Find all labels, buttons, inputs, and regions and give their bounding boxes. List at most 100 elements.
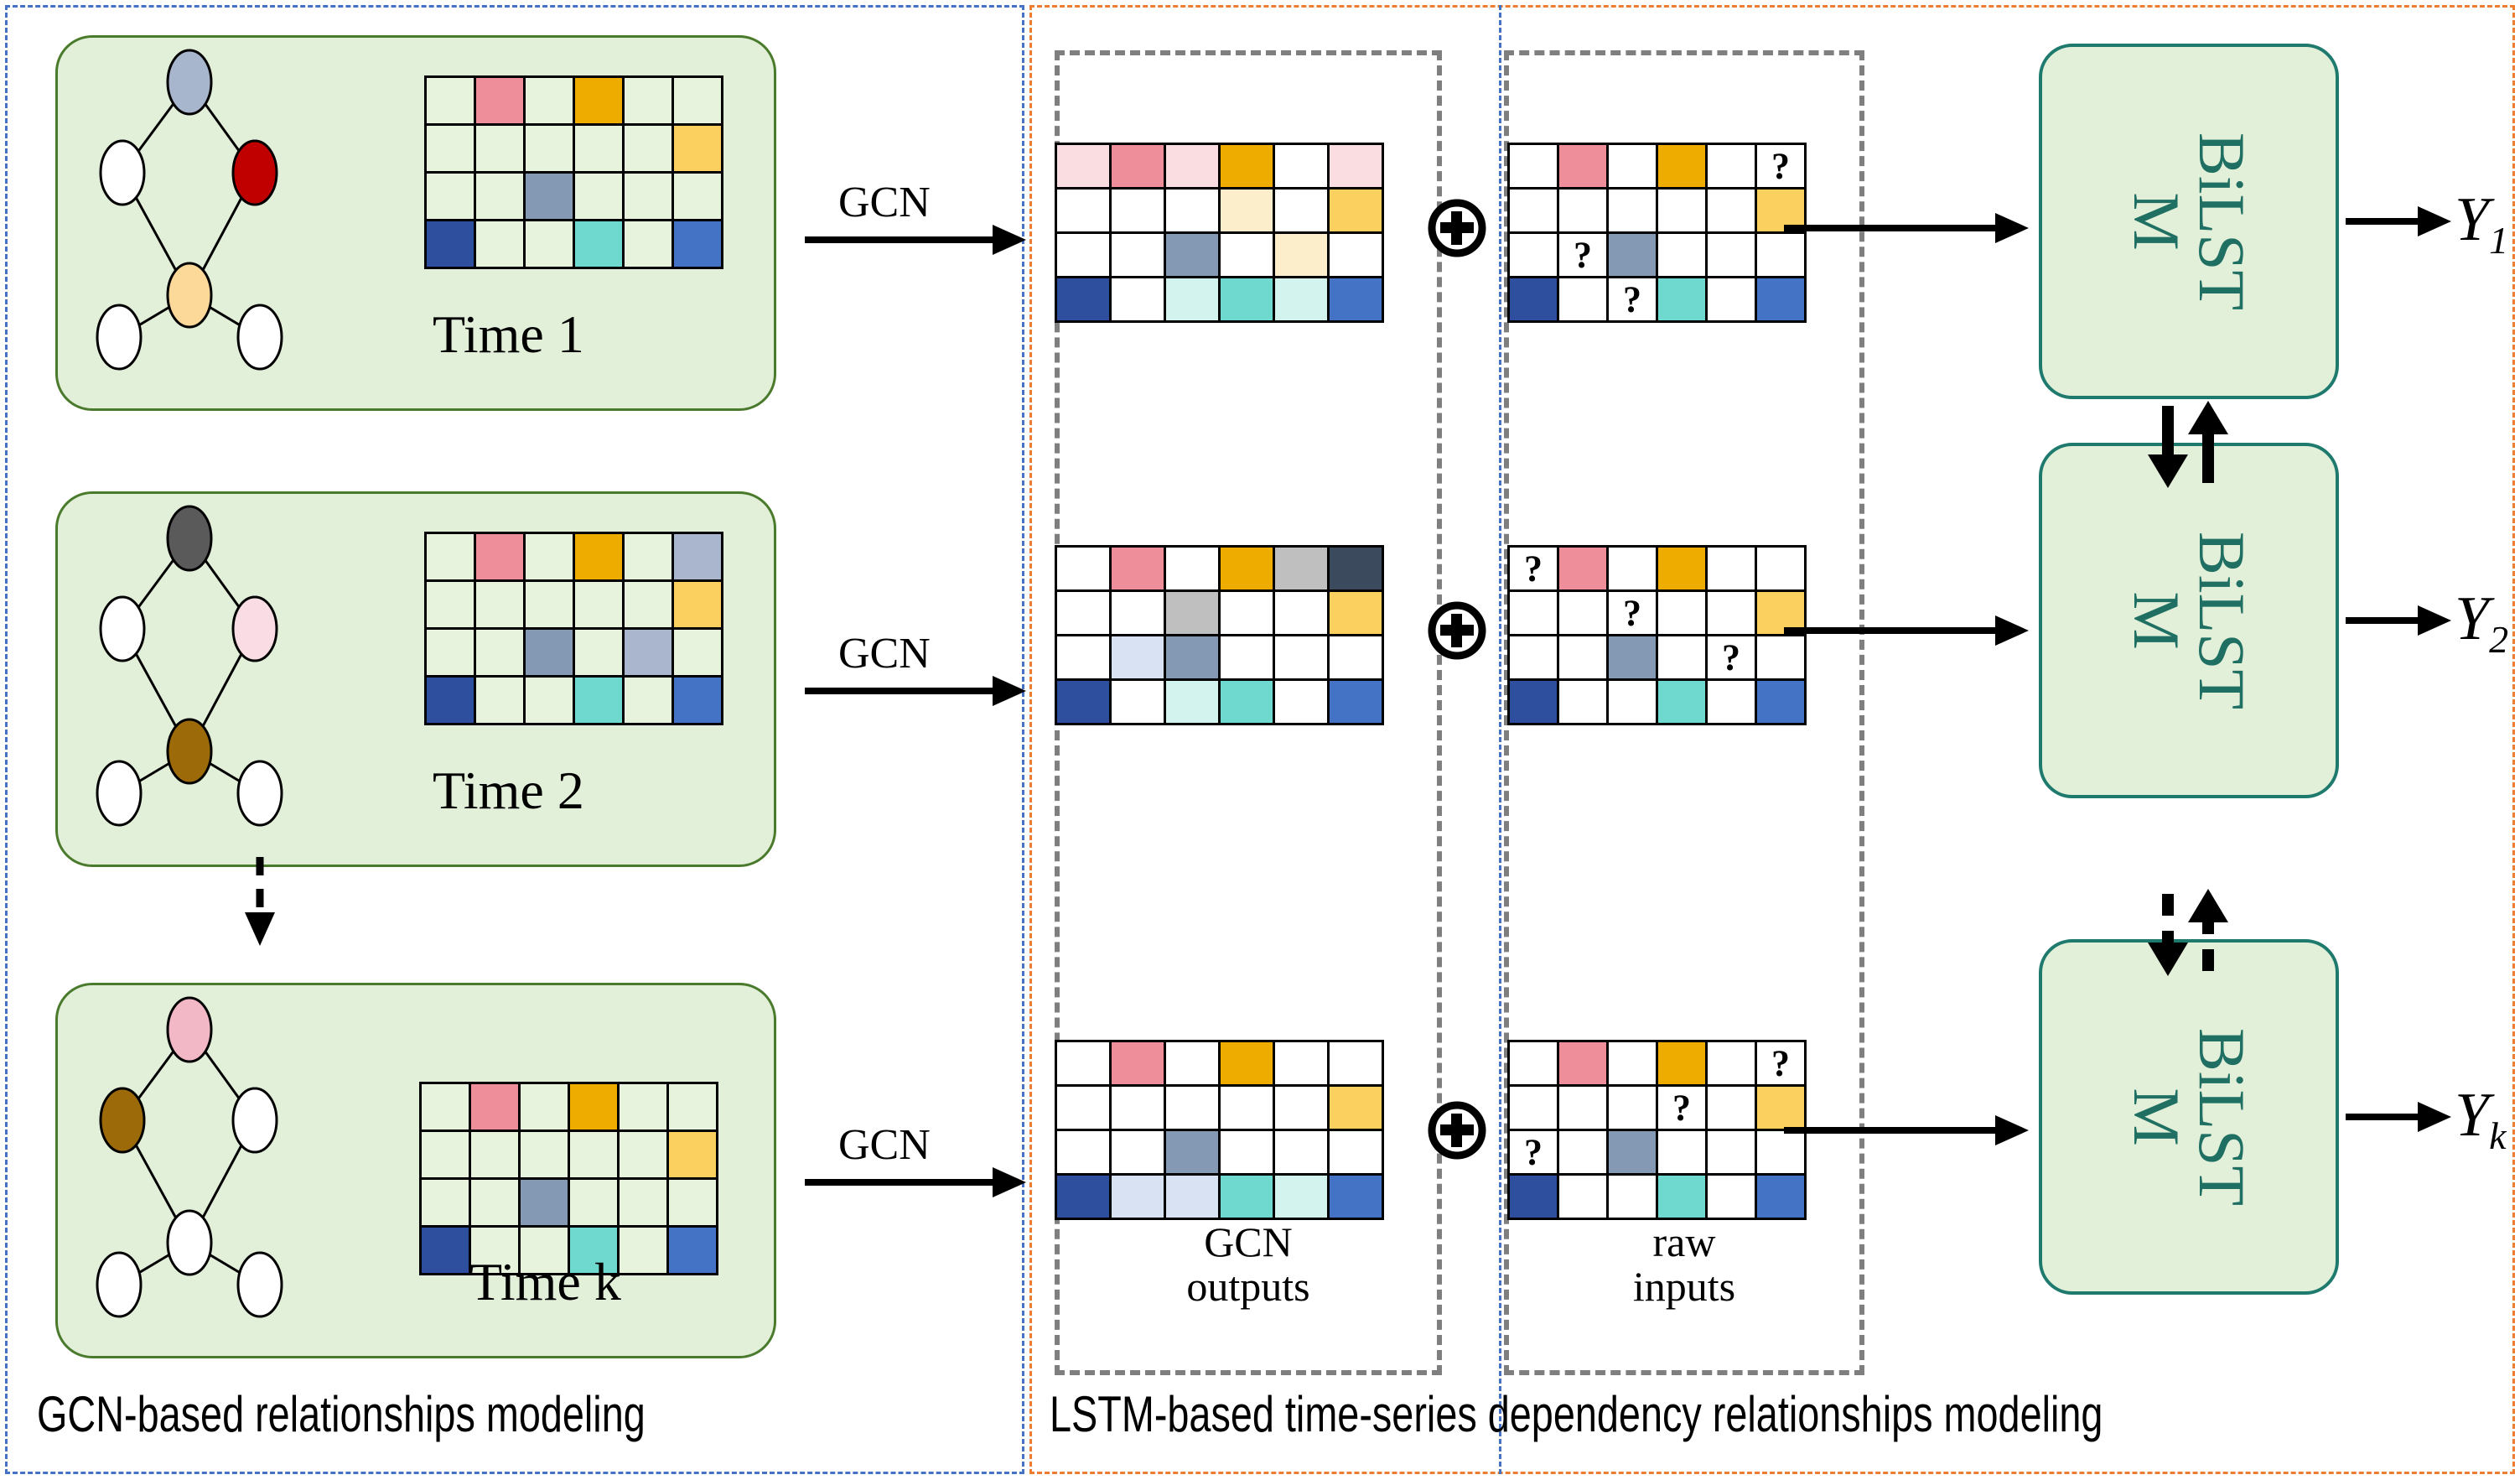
matrix-cell: [1275, 1042, 1327, 1084]
matrix-cell: [1166, 636, 1218, 678]
matrix-cell: [1221, 234, 1273, 276]
matrix-cell: [575, 174, 622, 219]
lstm-region-frame: [1029, 5, 2515, 1474]
matrix-cell: ?: [1609, 592, 1656, 634]
raw-inputs-label: raw inputs: [1632, 1218, 1736, 1310]
matrix-cell: [1510, 278, 1557, 320]
matrix-cell: [1057, 278, 1109, 320]
gcn-output-matrix-3: [1055, 1040, 1384, 1220]
matrix-cell: [1221, 636, 1273, 678]
matrix-cell: [1330, 681, 1382, 723]
bilstm-output-arrow-1: [2346, 206, 2451, 236]
matrix-cell: [1559, 592, 1606, 634]
matrix-cell: [1757, 548, 1804, 589]
matrix-cell: [1112, 145, 1164, 187]
matrix-cell: [476, 221, 523, 267]
missing-value-mark: ?: [1524, 548, 1543, 589]
matrix-cell: [1275, 548, 1327, 589]
matrix-cell: [1221, 1176, 1273, 1218]
missing-value-mark: ?: [1623, 592, 1641, 634]
matrix-cell: [625, 126, 671, 171]
gcn-arrow-label-3: GCN: [838, 1121, 931, 1169]
matrix-cell: [1510, 1176, 1557, 1218]
matrix-cell: [1275, 681, 1327, 723]
bilstm-block-2[interactable]: [2039, 443, 2339, 798]
fusion-to-lstm-arrow-2: [1784, 615, 2029, 646]
matrix-cell: [1609, 1176, 1656, 1218]
time2-to-timek-dashed-arrow: [245, 857, 275, 946]
matrix-cell: [1559, 548, 1606, 589]
output-label-3: Yk: [2455, 1080, 2507, 1158]
matrix-cell: ?: [1757, 1042, 1804, 1084]
matrix-cell: [1708, 190, 1755, 231]
bilstm-block-3[interactable]: [2039, 939, 2339, 1295]
matrix-cell: [1112, 278, 1164, 320]
matrix-cell: [1166, 190, 1218, 231]
matrix-cell: ?: [1609, 278, 1656, 320]
matrix-cell: [476, 174, 523, 219]
bilstm-output-arrow-2: [2346, 605, 2451, 636]
matrix-cell: [1658, 592, 1705, 634]
bilstm-block-1[interactable]: [2039, 44, 2339, 399]
matrix-cell: [471, 1228, 518, 1273]
matrix-cell: [1166, 145, 1218, 187]
matrix-cell: [521, 1132, 568, 1177]
matrix-cell: [669, 1132, 716, 1177]
output-base: Y: [2455, 584, 2490, 653]
matrix-cell: ?: [1510, 1131, 1557, 1173]
matrix-cell: [1330, 190, 1382, 231]
matrix-cell: [1510, 592, 1557, 634]
matrix-cell: [476, 78, 523, 123]
matrix-cell: [1757, 592, 1804, 634]
fusion-to-lstm-arrow-1: [1784, 213, 2029, 243]
matrix-cell: [674, 678, 721, 723]
matrix-cell: [1609, 234, 1656, 276]
matrix-cell: [1112, 636, 1164, 678]
matrix-cell: [620, 1132, 666, 1177]
matrix-cell: [1757, 636, 1804, 678]
graph-node-right: [231, 1087, 278, 1154]
matrix-cell: [1708, 681, 1755, 723]
matrix-cell: [1221, 1087, 1273, 1129]
matrix-cell: [427, 174, 474, 219]
matrix-cell: [471, 1084, 518, 1129]
matrix-cell: [1112, 592, 1164, 634]
matrix-cell: [1559, 1042, 1606, 1084]
relationship-graph: [96, 996, 283, 1318]
matrix-cell: [570, 1180, 617, 1225]
bilstm-block-label-2: BiLST M: [2120, 531, 2258, 710]
matrix-cell: [1658, 681, 1705, 723]
matrix-cell: [1166, 592, 1218, 634]
matrix-cell: [620, 1228, 666, 1273]
matrix-cell: ?: [1708, 636, 1755, 678]
matrix-cell: [1559, 1176, 1606, 1218]
matrix-cell: [476, 582, 523, 627]
matrix-cell: [1609, 1131, 1656, 1173]
matrix-cell: [1708, 145, 1755, 187]
matrix-cell: [1757, 1131, 1804, 1173]
graph-node-center: [166, 718, 213, 785]
matrix-cell: [1708, 592, 1755, 634]
matrix-cell: ?: [1757, 145, 1804, 187]
matrix-cell: [570, 1084, 617, 1129]
matrix-cell: [1330, 636, 1382, 678]
fusion-plus-node-2: [1428, 601, 1486, 660]
output-label-1: Y1: [2455, 184, 2508, 262]
matrix-cell: [1221, 1131, 1273, 1173]
matrix-cell: [1275, 1131, 1327, 1173]
matrix-cell: [1658, 636, 1705, 678]
matrix-cell: [674, 78, 721, 123]
missing-value-mark: ?: [1623, 278, 1641, 320]
bilstm-block-label-1: BiLST M: [2120, 132, 2258, 311]
matrix-cell: [1057, 1176, 1109, 1218]
matrix-cell: [427, 582, 474, 627]
matrix-cell: [521, 1084, 568, 1129]
graph-node-br: [236, 760, 283, 827]
matrix-cell: [1166, 681, 1218, 723]
matrix-cell: [669, 1228, 716, 1273]
gcn-arrow-label-1: GCN: [838, 179, 931, 226]
matrix-cell: [1166, 548, 1218, 589]
time-2-matrix: [424, 532, 723, 725]
time-panel-label-2: Time 2: [433, 761, 584, 820]
matrix-cell: [1221, 278, 1273, 320]
